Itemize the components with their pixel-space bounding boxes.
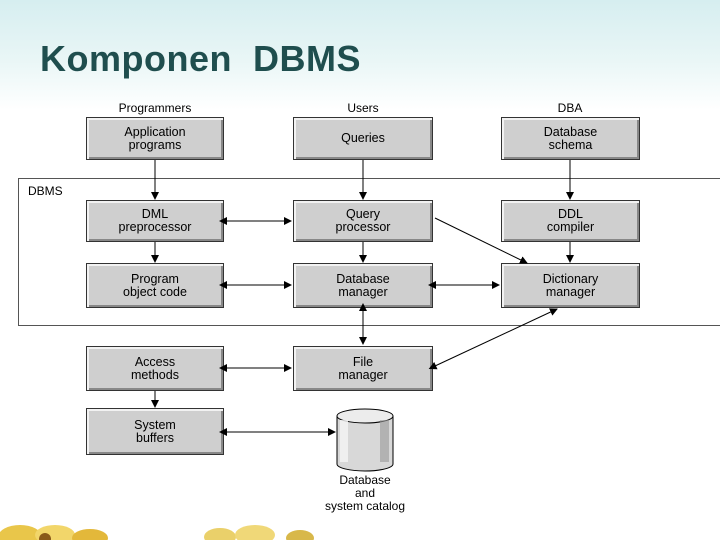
- decorative-flowers: [0, 525, 314, 540]
- database-schema-box: Database schema: [501, 117, 640, 160]
- slide-title: Komponen DBMS: [40, 38, 361, 79]
- database-cylinder-icon: [336, 408, 394, 472]
- database-label: Database and system catalog: [305, 474, 425, 513]
- database-label-line1: Database: [339, 473, 391, 487]
- flower-center-icon: [204, 525, 314, 540]
- ddl-compiler-box: DDL compiler: [501, 200, 640, 242]
- database-label-line2: and: [354, 486, 376, 500]
- system-buffers-box: System buffers: [86, 408, 224, 455]
- dictionary-manager-box: Dictionary manager: [501, 263, 640, 308]
- file-manager-box: File manager: [293, 346, 433, 391]
- access-methods-box: Access methods: [86, 346, 224, 391]
- dbms-boundary: [18, 178, 720, 326]
- column-users: Users: [347, 101, 379, 115]
- dml-preprocessor-box: DML preprocessor: [86, 200, 224, 242]
- arrow-qp-to-dict: [434, 217, 528, 264]
- flower-left-icon: [0, 525, 108, 540]
- program-object-code-box: Program object code: [86, 263, 224, 308]
- column-programmers: Programmers: [118, 101, 192, 115]
- arrow-file-dict: [428, 308, 558, 370]
- database-label-line3: system catalog: [324, 499, 406, 513]
- application-programs-box: Application programs: [86, 117, 224, 160]
- query-processor-box: Query processor: [293, 200, 433, 242]
- dbms-label: DBMS: [28, 184, 63, 198]
- column-dba: DBA: [557, 101, 583, 115]
- queries-box: Queries: [293, 117, 433, 160]
- database-manager-box: Database manager: [293, 263, 433, 308]
